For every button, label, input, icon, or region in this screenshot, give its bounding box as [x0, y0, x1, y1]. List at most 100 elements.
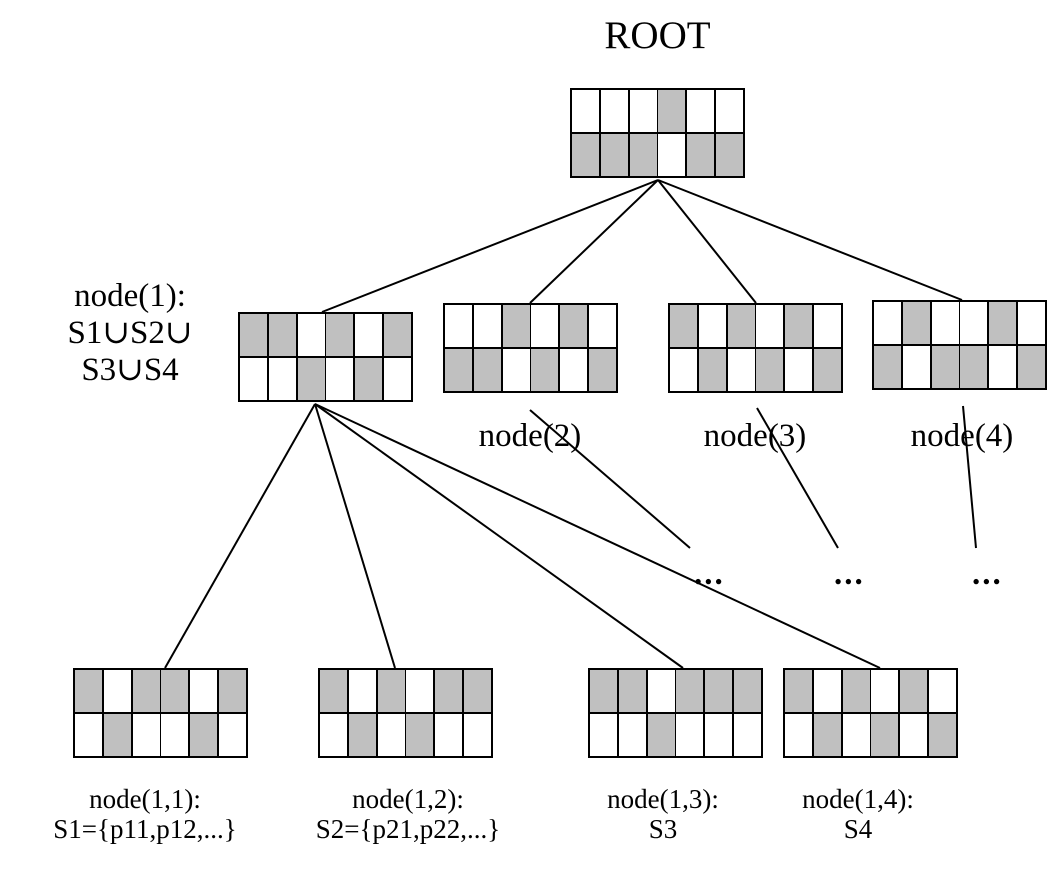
- root-grid: [570, 88, 745, 178]
- node-1-2-cell-5: [463, 670, 491, 713]
- root-cell-4: [687, 90, 715, 133]
- node-1-1-cell-1: [103, 670, 131, 713]
- root-cell-7: [600, 133, 628, 176]
- node-2-cell-2: [502, 305, 530, 348]
- node-1-1-cell-4: [190, 670, 218, 713]
- node-1-1-label-line: S1={p11,p12,...}: [53, 814, 237, 845]
- node-4-cell-9: [960, 345, 988, 388]
- ellipsis-node-2: ...: [694, 556, 725, 592]
- node-3-cell-7: [698, 348, 726, 391]
- node-1-1-cell-3: [161, 670, 189, 713]
- node-1-cell-9: [326, 357, 354, 400]
- node-1-4-cell-6: [785, 713, 813, 756]
- node-1-label-line: S1∪S2∪: [67, 314, 193, 351]
- node-4-cell-4: [989, 302, 1017, 345]
- node-2-cell-7: [473, 348, 501, 391]
- node-3-cell-11: [813, 348, 841, 391]
- node-3-cell-6: [670, 348, 698, 391]
- node-1-2-cell-1: [348, 670, 376, 713]
- node-2-cell-1: [473, 305, 501, 348]
- node-1-1-cell-10: [190, 713, 218, 756]
- node-4-cell-5: [1017, 302, 1045, 345]
- edge-root-to-level1-3: [657, 179, 963, 301]
- node-1-3-cell-7: [618, 713, 646, 756]
- node-1-3-grid: [588, 668, 763, 758]
- node-1-label: node(1):S1∪S2∪S3∪S4: [30, 278, 230, 389]
- node-1-1-label: node(1,1):S1={p11,p12,...}: [10, 784, 280, 844]
- node-1-cell-4: [355, 314, 383, 357]
- root-cell-8: [629, 133, 657, 176]
- node-3-cell-1: [698, 305, 726, 348]
- edge-node1-to-level2-0: [164, 403, 316, 669]
- node-1-2-cell-8: [377, 713, 405, 756]
- node-1-1-cell-11: [218, 713, 246, 756]
- node-1-cell-1: [268, 314, 296, 357]
- node-1-cell-11: [383, 357, 411, 400]
- node-1-1-cell-2: [132, 670, 160, 713]
- node-1-4-cell-8: [842, 713, 870, 756]
- node-1-cell-6: [240, 357, 268, 400]
- node-4-cell-11: [1017, 345, 1045, 388]
- node-2-label: node(2): [440, 418, 620, 455]
- node-3-cell-8: [727, 348, 755, 391]
- node-1-cell-0: [240, 314, 268, 357]
- node-1-2-cell-4: [435, 670, 463, 713]
- root-title-line: ROOT: [604, 14, 711, 57]
- node-4-cell-8: [931, 345, 959, 388]
- node-3-cell-9: [756, 348, 784, 391]
- node-1-4-grid: [783, 668, 958, 758]
- node-1-4-cell-11: [928, 713, 956, 756]
- node-1-3-label-line: S3: [648, 814, 678, 845]
- node-1-1-cell-7: [103, 713, 131, 756]
- node-1-label-line: node(1):: [74, 278, 186, 314]
- node-1-grid: [238, 312, 413, 402]
- node-1-4-label: node(1,4):S4: [763, 784, 953, 844]
- node-2-label-line: node(2): [478, 418, 582, 454]
- root-cell-3: [658, 90, 686, 133]
- node-1-4-cell-0: [785, 670, 813, 713]
- node-2-cell-4: [560, 305, 588, 348]
- node-1-cell-10: [355, 357, 383, 400]
- node-1-1-cell-8: [132, 713, 160, 756]
- node-1-1-cell-9: [161, 713, 189, 756]
- root-cell-9: [658, 133, 686, 176]
- node-1-1-cell-0: [75, 670, 103, 713]
- node-1-3-cell-2: [647, 670, 675, 713]
- node-1-4-cell-7: [813, 713, 841, 756]
- node-1-3-cell-4: [705, 670, 733, 713]
- node-3-cell-5: [813, 305, 841, 348]
- node-2-cell-6: [445, 348, 473, 391]
- ellipsis-node-4: ...: [972, 556, 1003, 592]
- node-3-cell-2: [727, 305, 755, 348]
- root-cell-2: [629, 90, 657, 133]
- root-title: ROOT: [530, 14, 785, 58]
- node-1-2-cell-0: [320, 670, 348, 713]
- node-4-label: node(4): [872, 418, 1052, 455]
- node-1-2-grid: [318, 668, 493, 758]
- node-3-cell-0: [670, 305, 698, 348]
- node-1-2-cell-3: [406, 670, 434, 713]
- root-cell-5: [715, 90, 743, 133]
- node-1-2-cell-2: [377, 670, 405, 713]
- node-1-3-cell-8: [647, 713, 675, 756]
- node-1-4-cell-3: [871, 670, 899, 713]
- node-1-4-cell-2: [842, 670, 870, 713]
- node-2-cell-5: [588, 305, 616, 348]
- node-1-3-cell-5: [733, 670, 761, 713]
- node-1-label-line: S3∪S4: [81, 351, 179, 388]
- node-1-2-cell-11: [463, 713, 491, 756]
- node-1-cell-7: [268, 357, 296, 400]
- node-1-cell-3: [326, 314, 354, 357]
- node-3-label: node(3): [665, 418, 845, 455]
- node-4-cell-1: [902, 302, 930, 345]
- node-2-cell-9: [531, 348, 559, 391]
- ellipsis-node-3: ...: [834, 556, 865, 592]
- node-1-4-cell-1: [813, 670, 841, 713]
- node-1-4-cell-4: [900, 670, 928, 713]
- root-cell-0: [572, 90, 600, 133]
- node-4-cell-10: [989, 345, 1017, 388]
- node-1-2-label-line: S2={p21,p22,...}: [315, 814, 501, 845]
- node-1-1-cell-5: [218, 670, 246, 713]
- node-1-2-cell-6: [320, 713, 348, 756]
- node-2-cell-10: [560, 348, 588, 391]
